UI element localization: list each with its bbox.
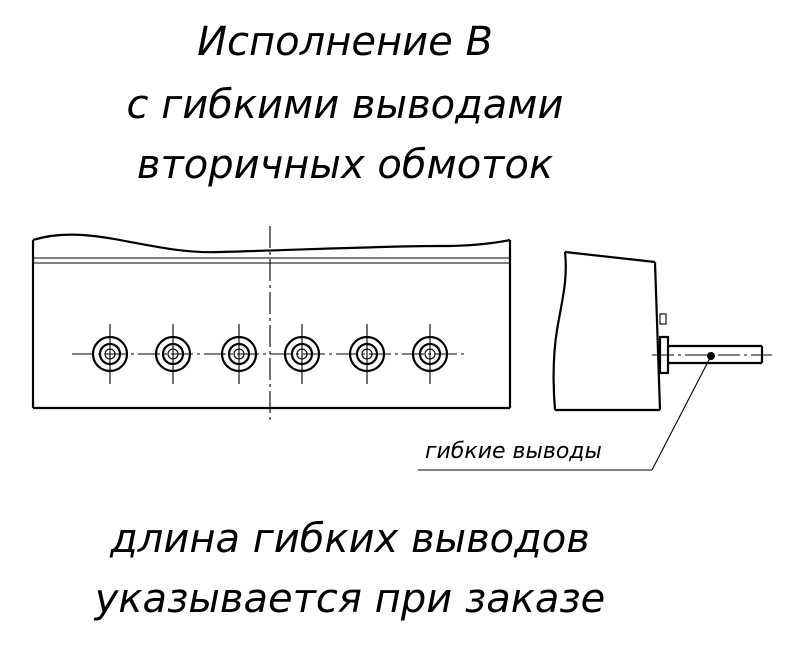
note-line-1: длина гибких выводов <box>109 516 590 562</box>
side-view-top-edge <box>564 250 656 264</box>
front-view-break-line <box>32 233 511 254</box>
terminal-5 <box>348 324 386 384</box>
terminal-1 <box>91 324 129 384</box>
title-line-1: Исполнение В <box>197 19 493 65</box>
side-view-right-edge <box>653 261 662 411</box>
leader-line <box>651 355 712 471</box>
front-view <box>31 226 512 422</box>
terminal-3 <box>220 324 258 384</box>
terminal-2 <box>154 324 192 384</box>
terminal-4 <box>283 324 321 384</box>
title-line-2: с гибкими выводами <box>127 82 564 128</box>
terminal-clip <box>659 313 667 325</box>
side-view-break-line <box>552 251 567 411</box>
note-line-2: указывается при заказе <box>94 576 606 622</box>
title-line-3: вторичных обмоток <box>137 142 553 188</box>
side-view <box>418 250 772 471</box>
terminal-6 <box>411 324 449 384</box>
terminal-row <box>91 324 449 384</box>
leader-label: гибкие выводы <box>425 439 602 464</box>
